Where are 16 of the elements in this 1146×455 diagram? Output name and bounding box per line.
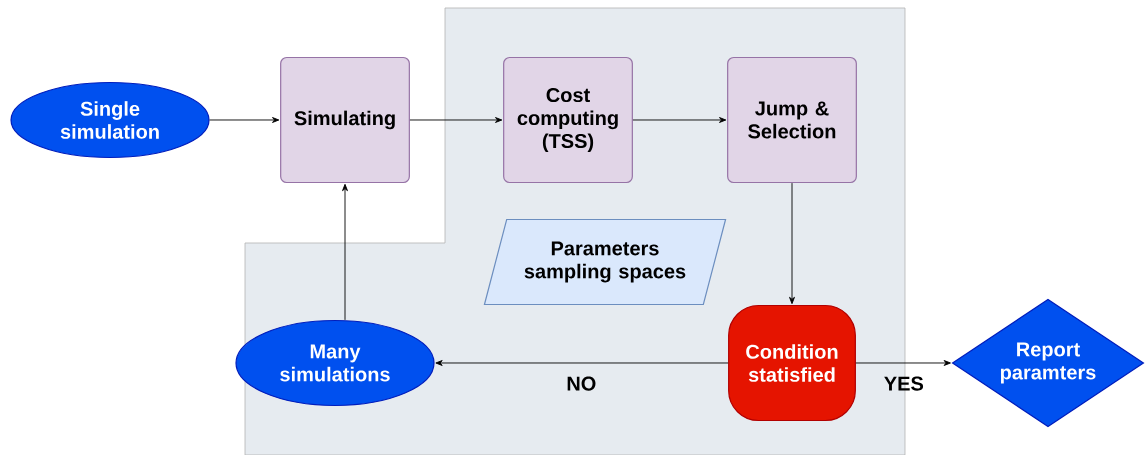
arrow	[632, 117, 727, 123]
decision-terminal: Condition statisfied	[728, 304, 856, 422]
arrow	[435, 360, 729, 366]
arrow	[209, 117, 280, 123]
arrow	[855, 360, 951, 366]
process-box: Simulating	[280, 56, 410, 184]
process-box: Jump & Selection	[727, 56, 857, 184]
edge-label: NO	[567, 376, 596, 391]
arrow	[409, 117, 503, 123]
arrow	[789, 182, 795, 305]
ellipse-node: Single simulation	[10, 81, 210, 159]
process-box: Cost computing (TSS)	[503, 56, 633, 184]
edge-label: YES	[884, 376, 924, 391]
arrow	[342, 183, 348, 321]
data-parallelogram: Parameters sampling spaces	[483, 218, 727, 306]
ellipse-node: Many simulations	[235, 319, 435, 407]
